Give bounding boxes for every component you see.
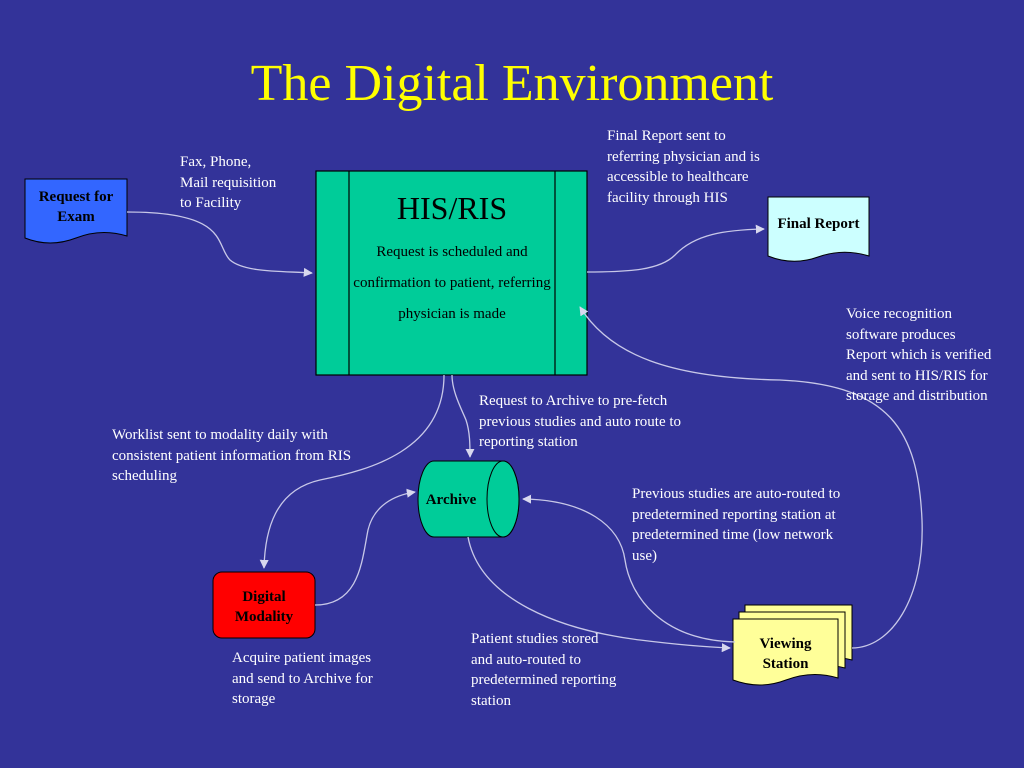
note-acquire-images: Acquire patient images and send to Archi… xyxy=(232,650,373,707)
connector-his-to-archive xyxy=(451,374,475,458)
connector-archive-to-viewing xyxy=(467,536,731,653)
final-report-label: Final Report xyxy=(777,216,860,232)
request-for-exam-label: Request for Exam xyxy=(38,189,114,225)
final-report-shape xyxy=(767,196,870,262)
request-for-exam-shape xyxy=(24,178,128,244)
note-voice-recognition: Voice recognition software produces Repo… xyxy=(846,306,992,404)
page-title: The Digital Environment xyxy=(250,55,774,112)
note-previous-studies: Previous studies are auto-routed to pred… xyxy=(632,486,841,564)
note-request-to-archive: Request to Archive to pre-fetch previous… xyxy=(479,393,682,450)
digital-modality-label: Digital Modality xyxy=(234,589,294,625)
note-worklist: Worklist sent to modality daily with con… xyxy=(112,427,352,484)
his-ris-description: Request is scheduled and confirmation to… xyxy=(353,244,551,322)
archive-cylinder xyxy=(417,460,520,538)
note-fax-phone: Fax, Phone, Mail requisition to Facility xyxy=(180,154,277,211)
connector-viewing-to-his xyxy=(579,306,923,649)
connector-his-to-final-report xyxy=(586,224,765,273)
viewing-station-label: Viewing Station xyxy=(759,636,812,672)
viewing-station-stack xyxy=(732,604,853,686)
connector-viewing-to-archive xyxy=(522,494,736,643)
connector-request-to-his xyxy=(126,211,313,277)
connector-his-to-modality xyxy=(259,374,445,569)
his-ris-title: HIS/RIS xyxy=(396,190,508,226)
note-patient-studies: Patient studies stored and auto-routed t… xyxy=(471,631,617,709)
note-final-report-sent: Final Report sent to referring physician… xyxy=(607,128,760,206)
archive-label: Archive xyxy=(425,492,477,508)
his-ris-box xyxy=(315,170,588,376)
connector-modality-to-archive xyxy=(314,488,416,606)
